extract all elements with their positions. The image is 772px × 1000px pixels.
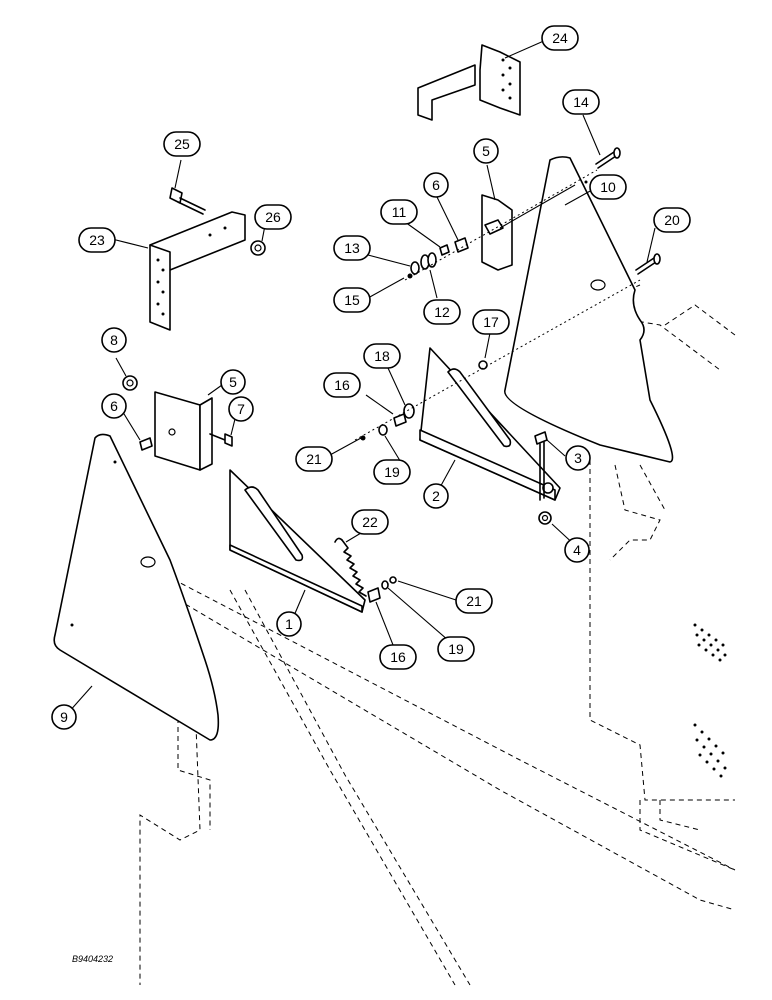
svg-text:6: 6 [110, 398, 118, 414]
svg-text:19: 19 [384, 464, 400, 480]
bushing-part-6-upper [454, 237, 469, 253]
spacer-part-11 [439, 244, 450, 256]
svg-text:10: 10 [600, 179, 616, 195]
svg-text:17: 17 [483, 314, 499, 330]
washer-part-17 [478, 360, 488, 370]
svg-text:23: 23 [89, 232, 105, 248]
callout-6-lower: 6 [101, 393, 127, 419]
support-arm-part-1 [229, 469, 366, 613]
nut-part-21-upper [360, 435, 366, 441]
washers-part-12 [420, 252, 437, 270]
callout-leaders [67, 39, 656, 714]
bolt-part-7 [209, 433, 233, 447]
callout-13: 13 [333, 235, 371, 261]
callout-17: 17 [472, 309, 510, 335]
svg-text:5: 5 [482, 143, 490, 159]
callout-15: 15 [333, 287, 371, 313]
figure-reference-code: B9404232 [72, 954, 113, 964]
callout-22: 22 [351, 509, 389, 535]
right-side-shield-part-10 [504, 156, 674, 463]
callout-23: 23 [78, 227, 116, 253]
callout-8: 8 [101, 327, 127, 353]
callout-9: 9 [51, 704, 77, 730]
lower-mount-plate-part-5 [154, 391, 213, 471]
svg-text:1: 1 [285, 616, 293, 632]
assembly-axis-lines [354, 169, 641, 441]
callout-2: 2 [423, 483, 449, 509]
callout-20: 20 [653, 207, 691, 233]
upper-bracket-part-24 [417, 44, 521, 121]
upper-mount-plate-part-5 [481, 184, 576, 271]
bushing-part-16-upper [393, 413, 407, 427]
nut-part-15 [407, 273, 413, 279]
svg-text:20: 20 [664, 212, 680, 228]
callout-21-upper: 21 [295, 446, 333, 472]
bushing-part-6-lower [139, 437, 153, 451]
callout-19-upper: 19 [373, 459, 411, 485]
bolt-part-14 [595, 147, 621, 169]
svg-text:3: 3 [574, 450, 582, 466]
svg-text:18: 18 [374, 348, 390, 364]
svg-text:14: 14 [573, 94, 589, 110]
callout-16-lower: 16 [379, 644, 417, 670]
svg-text:24: 24 [552, 30, 568, 46]
svg-text:22: 22 [362, 514, 378, 530]
left-side-shield-part-9 [53, 433, 220, 741]
callout-24: 24 [541, 25, 579, 51]
svg-text:13: 13 [344, 240, 360, 256]
callout-11: 11 [380, 199, 418, 225]
callout-14: 14 [562, 89, 600, 115]
frame-vent-holes-upper [693, 623, 727, 662]
svg-text:19: 19 [448, 641, 464, 657]
machine-frame-outline [139, 284, 736, 986]
washer-part-19-upper [378, 424, 388, 436]
svg-text:16: 16 [334, 377, 350, 393]
svg-text:26: 26 [265, 209, 281, 225]
svg-text:6: 6 [432, 177, 440, 193]
svg-text:12: 12 [434, 304, 450, 320]
support-arm-part-2 [419, 347, 561, 501]
svg-text:21: 21 [306, 451, 322, 467]
nut-part-4 [538, 511, 552, 525]
callout-18: 18 [363, 343, 401, 369]
callout-4: 4 [564, 537, 590, 563]
svg-text:8: 8 [110, 332, 118, 348]
callout-25: 25 [163, 131, 201, 157]
callout-16-upper: 16 [323, 372, 361, 398]
callout-1: 1 [276, 611, 302, 637]
bolt-part-20 [635, 253, 661, 275]
svg-text:25: 25 [174, 136, 190, 152]
nut-part-8 [122, 375, 138, 391]
washer-part-18 [403, 403, 415, 419]
callout-19-lower: 19 [437, 636, 475, 662]
svg-text:15: 15 [344, 292, 360, 308]
svg-text:16: 16 [390, 649, 406, 665]
svg-text:4: 4 [573, 542, 581, 558]
callout-7: 7 [228, 396, 254, 422]
callout-10: 10 [589, 174, 627, 200]
nut-part-13 [410, 261, 420, 275]
frame-vent-holes-lower [693, 723, 727, 778]
callout-3: 3 [565, 445, 591, 471]
callout-6-upper: 6 [423, 172, 449, 198]
left-bracket-part-23 [149, 211, 246, 331]
svg-text:2: 2 [432, 488, 440, 504]
washer-part-19-lower [381, 580, 389, 590]
svg-text:7: 7 [237, 401, 245, 417]
svg-text:5: 5 [229, 374, 237, 390]
callout-12: 12 [423, 299, 461, 325]
svg-text:9: 9 [60, 709, 68, 725]
nut-part-26 [250, 240, 266, 256]
callout-21-lower: 21 [455, 588, 493, 614]
nut-part-21-lower [389, 576, 397, 584]
svg-text:11: 11 [392, 204, 407, 220]
svg-text:21: 21 [466, 593, 482, 609]
callout-5-lower: 5 [220, 369, 246, 395]
bolt-part-25 [169, 187, 206, 215]
spring-part-22 [334, 537, 367, 597]
bushing-part-16-lower [367, 587, 381, 603]
callout-26: 26 [254, 204, 292, 230]
callout-5-upper: 5 [473, 138, 499, 164]
